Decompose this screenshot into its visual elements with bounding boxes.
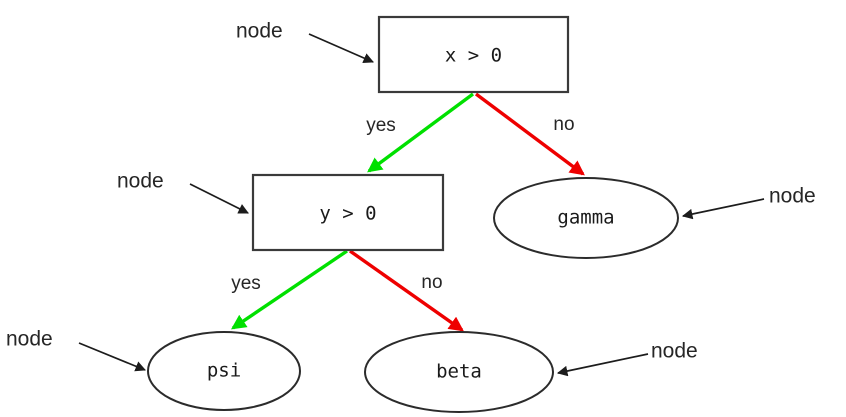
- node-beta-label: beta: [436, 361, 482, 383]
- callout-second: node: [117, 170, 249, 214]
- edge-label-second-no: no: [421, 272, 442, 293]
- callout-psi-label: node: [6, 328, 53, 351]
- callout-psi-arrow: [78, 342, 146, 372]
- node-second[interactable]: y > 0: [251, 173, 445, 252]
- edge-label-root-no: no: [553, 114, 574, 135]
- edge-label-root-yes: yes: [366, 115, 396, 136]
- callout-beta-label: node: [651, 340, 698, 363]
- callout-psi: node: [6, 328, 146, 372]
- node-gamma-label: gamma: [557, 207, 614, 229]
- callout-root-label: node: [236, 20, 283, 43]
- edge-root-yes: yes: [366, 92, 475, 173]
- callout-gamma-label: node: [769, 185, 816, 208]
- node-psi[interactable]: psi: [147, 331, 301, 411]
- callout-beta: node: [556, 340, 698, 377]
- node-beta[interactable]: beta: [364, 331, 554, 413]
- node-root[interactable]: x > 0: [377, 15, 570, 94]
- callout-gamma: node: [681, 185, 816, 220]
- edge-second-no: no: [349, 249, 464, 332]
- node-root-label: x > 0: [445, 45, 502, 67]
- edge-second-yes: yes: [231, 249, 348, 330]
- callout-second-label: node: [117, 170, 164, 193]
- callout-second-arrow: [189, 183, 249, 214]
- node-gamma[interactable]: gamma: [493, 177, 679, 259]
- node-second-label: y > 0: [319, 203, 376, 225]
- node-psi-label: psi: [207, 360, 241, 382]
- callout-beta-arrow: [556, 353, 649, 377]
- edge-label-second-yes: yes: [231, 273, 261, 294]
- callout-root: node: [236, 20, 374, 64]
- edge-root-no: no: [474, 92, 585, 176]
- callout-root-arrow: [308, 33, 374, 64]
- callout-gamma-arrow: [681, 198, 765, 220]
